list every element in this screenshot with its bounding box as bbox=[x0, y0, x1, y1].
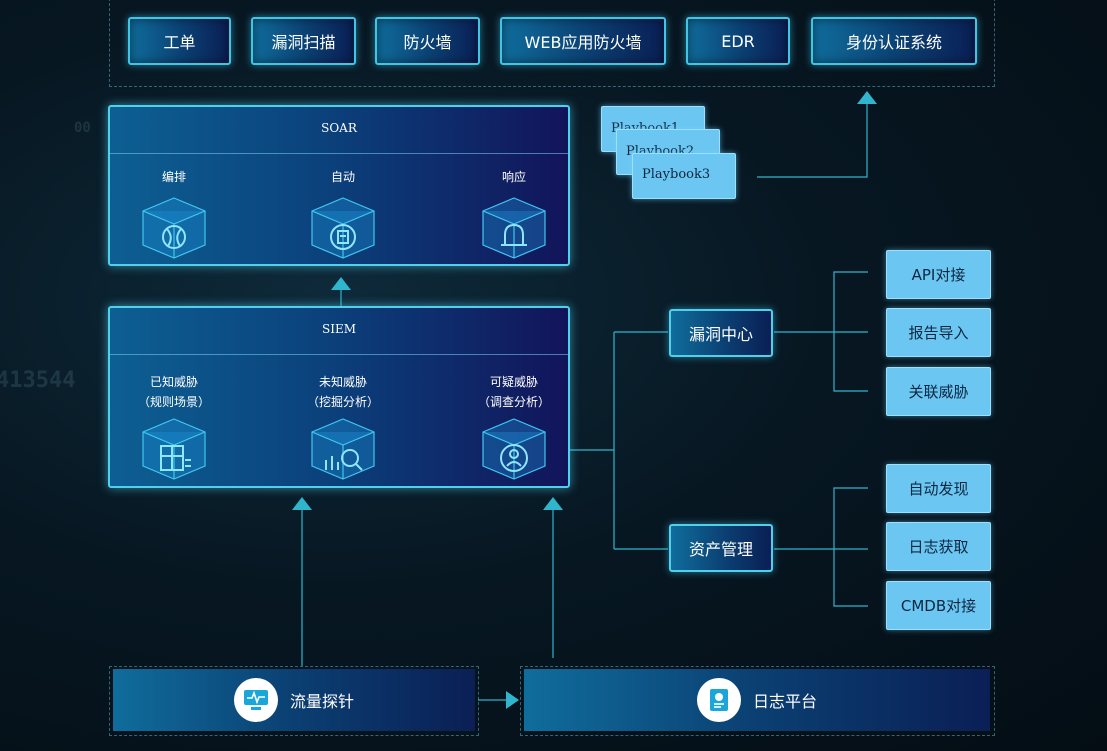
waf-button[interactable]: WEB应用防火墙 bbox=[500, 17, 666, 65]
background-number: 00 bbox=[74, 120, 91, 136]
log-acquisition-button[interactable]: 日志获取 bbox=[886, 522, 991, 571]
orchestration-cube-icon bbox=[142, 197, 206, 259]
asset-management-button[interactable]: 资产管理 bbox=[669, 524, 773, 572]
soar-item-label: 编排 bbox=[161, 170, 186, 184]
playbook-card[interactable]: Playbook3 bbox=[632, 153, 736, 199]
vuln-scan-button[interactable]: 漏洞扫描 bbox=[251, 17, 356, 65]
identity-auth-button[interactable]: 身份认证系统 bbox=[811, 17, 977, 65]
monitor-icon bbox=[233, 678, 278, 722]
siem-item-sub: （挖掘分析） bbox=[306, 395, 379, 409]
automation-cube-icon bbox=[311, 197, 375, 259]
flow-probe-block[interactable]: 流量探针 bbox=[113, 669, 475, 731]
siem-item-sub: （调查分析） bbox=[477, 395, 550, 409]
bell-cube-icon bbox=[482, 197, 546, 259]
edr-button[interactable]: EDR bbox=[686, 17, 790, 65]
firewall-button[interactable]: 防火墙 bbox=[375, 17, 480, 65]
log-platform-label: 日志平台 bbox=[752, 692, 817, 711]
soar-title: SOAR bbox=[110, 107, 568, 154]
soar-item-label: 自动 bbox=[330, 170, 355, 184]
ticket-button[interactable]: 工单 bbox=[128, 17, 231, 65]
mining-cube-icon bbox=[311, 418, 375, 480]
siem-item-label: 已知威胁 bbox=[149, 375, 198, 389]
related-threat-button[interactable]: 关联威胁 bbox=[886, 367, 991, 416]
cmdb-integration-button[interactable]: CMDB对接 bbox=[886, 581, 991, 630]
flow-probe-label: 流量探针 bbox=[289, 692, 354, 711]
siem-item-label: 可疑威胁 bbox=[489, 375, 538, 389]
vuln-center-button[interactable]: 漏洞中心 bbox=[669, 309, 773, 357]
rules-cube-icon bbox=[142, 418, 206, 480]
api-integration-button[interactable]: API对接 bbox=[886, 250, 991, 299]
auto-discovery-button[interactable]: 自动发现 bbox=[886, 464, 991, 513]
log-document-icon bbox=[696, 678, 741, 722]
log-platform-frame bbox=[520, 666, 995, 736]
siem-item-label: 未知威胁 bbox=[318, 375, 367, 389]
soar-panel[interactable]: SOAR 编排 自动 响应 bbox=[108, 105, 570, 266]
flow-probe-frame bbox=[109, 666, 479, 736]
report-import-button[interactable]: 报告导入 bbox=[886, 308, 991, 357]
investigation-cube-icon bbox=[482, 418, 546, 480]
siem-panel[interactable]: SIEM 已知威胁 （规则场景） 未知威胁 （挖掘分析） 可疑威胁 （调查分析） bbox=[108, 306, 570, 488]
siem-title: SIEM bbox=[110, 308, 568, 355]
background-number: 413544 bbox=[0, 368, 76, 393]
siem-item-sub: （规则场景） bbox=[137, 395, 210, 409]
top-systems-frame bbox=[109, 0, 995, 87]
log-platform-block[interactable]: 日志平台 bbox=[524, 669, 990, 731]
soar-item-label: 响应 bbox=[501, 170, 526, 184]
